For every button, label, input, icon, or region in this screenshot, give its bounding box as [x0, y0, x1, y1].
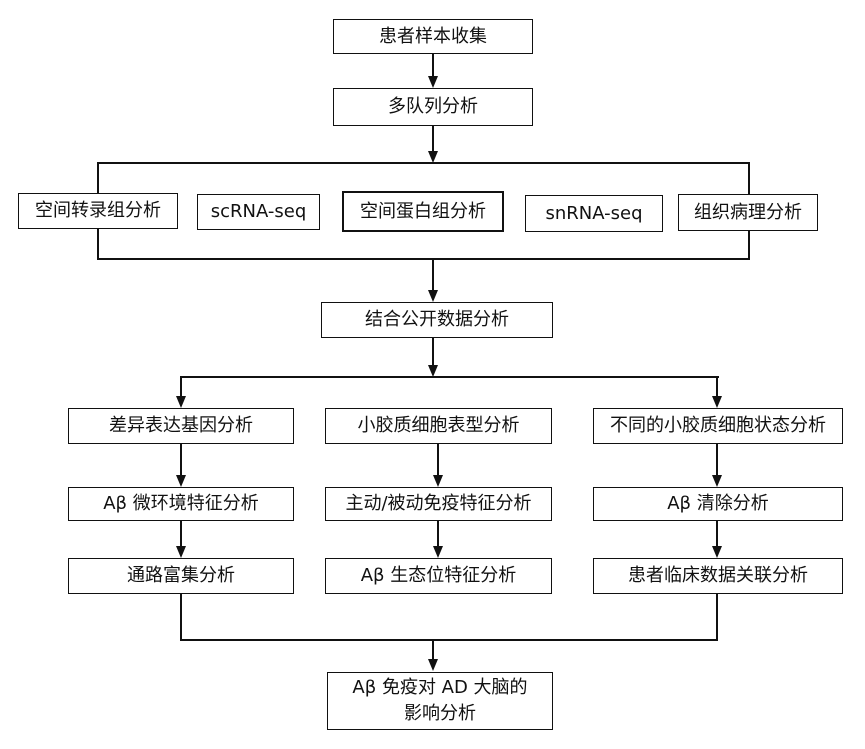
connector-microenv-to-pathway — [180, 521, 182, 548]
node-active-passive-immunity-analysis: 主动/被动免疫特征分析 — [325, 487, 552, 521]
branch-frame-bottom-line — [97, 258, 750, 260]
connector-branch-to-left-column — [180, 376, 182, 398]
node-spatial-proteomics-analysis: 空间蛋白组分析 — [342, 191, 504, 232]
connector-publicdata-to-branchline — [432, 338, 434, 367]
node-scrna-seq: scRNA-seq — [197, 194, 320, 230]
impact-line-2: 影响分析 — [404, 703, 476, 724]
connector-frame-to-publicdata — [432, 260, 434, 291]
node-microglia-phenotype-analysis: 小胶质细胞表型分析 — [325, 408, 552, 444]
node-histopathology-analysis: 组织病理分析 — [678, 194, 818, 231]
node-snrna-seq: snRNA-seq — [525, 195, 663, 232]
arrowhead-down-icon — [712, 396, 722, 408]
node-spatial-transcriptomics-analysis: 空间转录组分析 — [18, 193, 178, 229]
arrowhead-down-icon — [428, 151, 438, 163]
arrowhead-down-icon — [433, 475, 443, 487]
arrowhead-down-icon — [428, 365, 438, 377]
node-differential-expression-analysis: 差异表达基因分析 — [68, 408, 294, 444]
collector-line — [180, 639, 718, 641]
node-microglia-states-analysis: 不同的小胶质细胞状态分析 — [593, 408, 843, 444]
arrowhead-down-icon — [428, 76, 438, 88]
node-abeta-microenvironment-analysis: Aβ 微环境特征分析 — [68, 487, 294, 521]
connector-sample-to-cohort — [432, 54, 434, 78]
connector-immunity-to-niche — [437, 521, 439, 548]
arrowhead-down-icon — [176, 546, 186, 558]
node-patient-sample-collection: 患者样本收集 — [333, 19, 533, 54]
node-abeta-niche-analysis: Aβ 生态位特征分析 — [325, 558, 552, 594]
connector-right-column-to-collector — [716, 594, 718, 641]
arrowhead-down-icon — [433, 546, 443, 558]
arrowhead-down-icon — [712, 475, 722, 487]
connector-deg-to-microenv — [180, 444, 182, 477]
connector-left-column-to-collector — [180, 594, 182, 641]
connector-cohort-to-branchframe — [432, 126, 434, 153]
connector-phenotype-to-immunity — [437, 444, 439, 477]
node-clinical-data-correlation-analysis: 患者临床数据关联分析 — [593, 558, 843, 594]
node-abeta-immunity-impact-analysis: Aβ 免疫对 AD 大脑的 影响分析 — [327, 672, 553, 730]
node-pathway-enrichment-analysis: 通路富集分析 — [68, 558, 294, 594]
connector-states-to-clearance — [716, 444, 718, 477]
connector-branch-to-right-column — [716, 376, 718, 398]
node-public-data-integration: 结合公开数据分析 — [321, 302, 553, 338]
connector-clearance-to-clinical — [716, 521, 718, 548]
arrowhead-down-icon — [176, 396, 186, 408]
connector-collector-to-impact — [432, 640, 434, 661]
node-multi-cohort-analysis: 多队列分析 — [333, 88, 533, 126]
arrowhead-down-icon — [428, 290, 438, 302]
three-column-branch-line — [181, 376, 719, 378]
branch-frame-top-line — [97, 162, 750, 164]
node-abeta-clearance-analysis: Aβ 清除分析 — [593, 487, 843, 521]
arrowhead-down-icon — [176, 475, 186, 487]
arrowhead-down-icon — [712, 546, 722, 558]
arrowhead-down-icon — [428, 659, 438, 671]
impact-line-1: Aβ 免疫对 AD 大脑的 — [352, 677, 528, 698]
